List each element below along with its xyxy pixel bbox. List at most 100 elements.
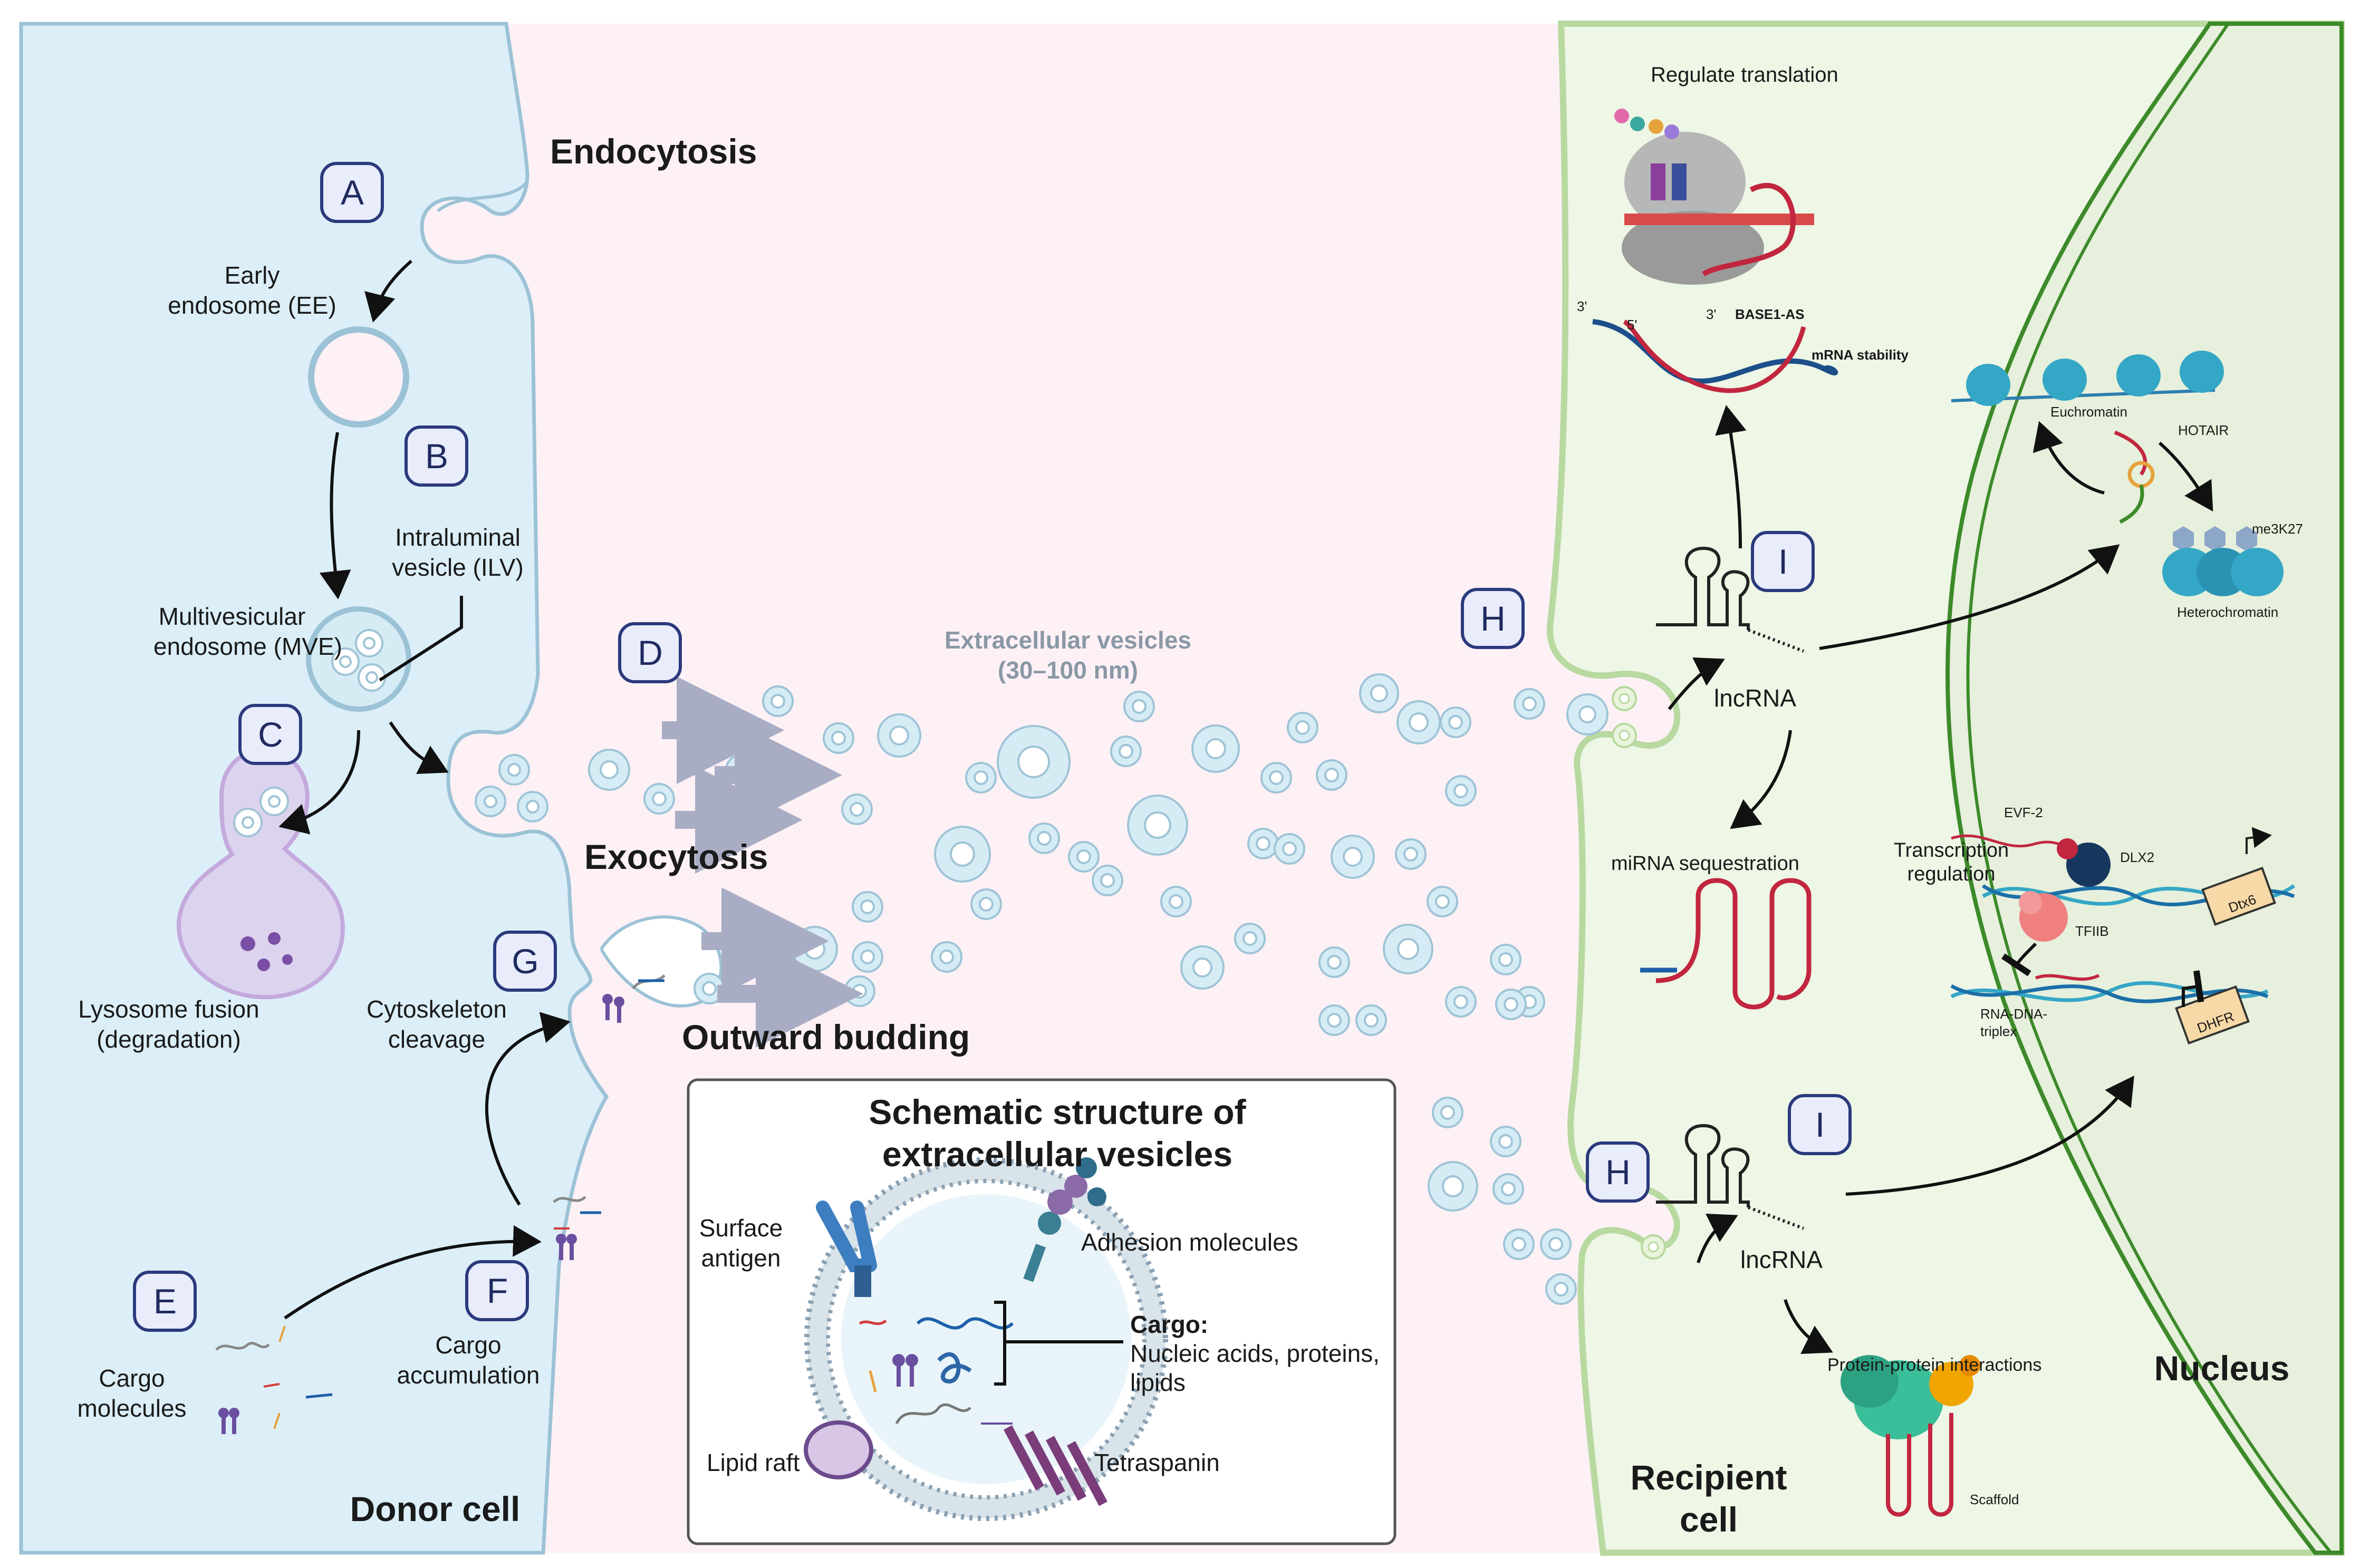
extracellular-vesicle-core — [1037, 831, 1052, 846]
arrow-lncrna-to-transcription — [1845, 1076, 2134, 1196]
extracellular-vesicle-core — [1364, 1013, 1379, 1028]
extracellular-vesicle-core — [1522, 696, 1537, 711]
extracellular-vesicle-core — [1132, 699, 1147, 714]
arrow-ee-to-mve — [319, 432, 351, 599]
label-cargo-desc-1: Nucleic acids, proteins, — [1130, 1340, 1380, 1367]
badge-f: F — [465, 1260, 529, 1321]
extracellular-vesicle-core — [1498, 1134, 1513, 1149]
label-heterochromatin: Heterochromatin — [2177, 604, 2278, 620]
svg-text:B: B — [425, 437, 448, 476]
endocytosis-pit — [437, 180, 529, 212]
arrow-uptake-to-lncrna-top — [1668, 657, 1725, 710]
extracellular-vesicle-core — [1076, 849, 1091, 864]
extracellular-vesicle-core — [804, 938, 825, 960]
badge-b: B — [404, 425, 468, 487]
exocytosis-pocket-vesicles — [475, 754, 548, 822]
scaffold-icon — [1841, 1355, 1980, 1517]
mve-icon — [306, 606, 411, 712]
label-endocytosis: Endocytosis — [550, 132, 757, 171]
extracellular-vesicle-core — [1192, 957, 1212, 977]
euchromatin-icon — [1951, 351, 2224, 406]
lipid-raft-icon — [804, 1420, 873, 1479]
extracellular-vesicle-core — [1435, 894, 1450, 909]
arrow-mve-to-exocytosis — [389, 721, 449, 775]
label-lncrna-top: lncRNA — [1714, 684, 1796, 712]
extracellular-vesicle-core — [1017, 746, 1050, 778]
label-recipient-1: Recipient — [1630, 1458, 1787, 1497]
arrow-hotair-to-heterochromatin — [2159, 441, 2213, 512]
extracellular-vesicle-core — [1256, 836, 1270, 851]
badge-a: A — [320, 162, 384, 223]
ilv-pointer-line — [379, 596, 463, 682]
svg-text:G: G — [512, 942, 538, 981]
mrna-stability-icon — [1592, 319, 1838, 393]
adhesion-molecule-icon — [1023, 1157, 1106, 1282]
svg-text:I: I — [1815, 1105, 1825, 1144]
extracellular-vesicle-core — [1169, 894, 1183, 909]
label-evf2: EVF-2 — [2004, 805, 2043, 820]
extracellular-vesicle-core — [1453, 783, 1468, 798]
extracellular-vesicle-core — [1511, 1237, 1526, 1252]
extracellular-vesicle-core — [1453, 994, 1468, 1009]
svg-text:H: H — [1605, 1153, 1631, 1192]
arrow-mve-to-lysosome — [278, 730, 360, 835]
label-three-prime-b: 3' — [1706, 306, 1716, 322]
label-lncrna-bottom: lncRNA — [1740, 1246, 1823, 1273]
svg-text:F: F — [487, 1271, 508, 1310]
extracellular-vesicle-core — [939, 950, 954, 964]
extracellular-vesicle-core — [1205, 738, 1226, 759]
label-schematic-title-2: extracellular vesicles — [882, 1135, 1232, 1174]
extracellular-vesicle-core — [950, 841, 975, 867]
label-adhesion: Adhesion molecules — [1081, 1228, 1298, 1256]
extracellular-vesicle-core — [1242, 931, 1257, 946]
ev-schematic-icon — [804, 1157, 1168, 1521]
nucleus-region — [1945, 22, 2344, 1555]
extracellular-vesicle-core — [702, 981, 717, 996]
extracellular-vesicle-core — [1282, 841, 1297, 856]
lncrna-hairpin-bottom — [1656, 1124, 1805, 1230]
extracellular-vesicle-core — [850, 802, 864, 817]
tfiib-inhibition — [2001, 942, 2037, 976]
budding-vesicle-cargo — [600, 915, 723, 1023]
badge-g: G — [493, 931, 557, 992]
svg-text:D: D — [638, 633, 663, 672]
uptake-pocket-bottom — [1641, 1234, 1666, 1260]
tetraspanin-icon — [1004, 1425, 1107, 1506]
label-regulate-translation: Regulate translation — [1651, 63, 1838, 86]
label-lipid-raft: Lipid raft — [707, 1449, 800, 1476]
label-outward-budding: Outward budding — [682, 1018, 970, 1057]
label-tetraspanin: Tetraspanin — [1094, 1449, 1220, 1476]
label-lysosome-1: Lysosome fusion — [78, 995, 259, 1023]
label-ev-title-1: Extracellular vesicles — [945, 626, 1191, 654]
extracellular-vesicle-core — [1295, 720, 1310, 735]
arrow-lncrna-to-ppi — [1784, 1299, 1833, 1354]
extracellular-vesicle-core — [1327, 955, 1342, 970]
arrow-lncrna-to-translation — [1715, 405, 1747, 549]
label-schematic-title-1: Schematic structure of — [869, 1092, 1246, 1131]
label-cargo-accum-1: Cargo — [435, 1331, 501, 1359]
extracellular-vesicle-core — [1554, 1282, 1568, 1296]
label-tfiib: TFIIB — [2075, 923, 2109, 939]
extracellular-vesicle-core — [1119, 744, 1133, 759]
label-transcription-2: regulation — [1908, 863, 1996, 885]
label-three-prime-a: 3' — [1577, 298, 1587, 314]
dlx2-protein-icon — [1951, 834, 2111, 887]
arrow-lncrna-to-chromatin — [1819, 544, 2120, 650]
extracellular-vesicle-core — [860, 899, 875, 914]
label-ppi: Protein-protein interactions — [1827, 1355, 2041, 1375]
extracellular-vesicle-core — [1504, 997, 1518, 1012]
extracellular-vesicle-core — [1327, 1013, 1342, 1028]
label-scaffold: Scaffold — [1970, 1492, 2019, 1507]
label-cargo-accum-2: accumulation — [397, 1361, 540, 1389]
svg-text:C: C — [258, 715, 283, 754]
label-recipient-2: cell — [1680, 1500, 1738, 1539]
label-lysosome-2: (degradation) — [97, 1025, 241, 1053]
early-endosome-icon — [308, 326, 409, 428]
arrow-uptake-to-lncrna-bottom — [1697, 1213, 1738, 1263]
label-euchromatin: Euchromatin — [2050, 404, 2127, 420]
extracellular-vesicle-core — [979, 897, 994, 912]
extracellular-vesicle-core — [1442, 1175, 1464, 1197]
label-mve-1: Multivesicular — [159, 603, 306, 630]
extracellular-vesicle-core — [860, 950, 875, 964]
